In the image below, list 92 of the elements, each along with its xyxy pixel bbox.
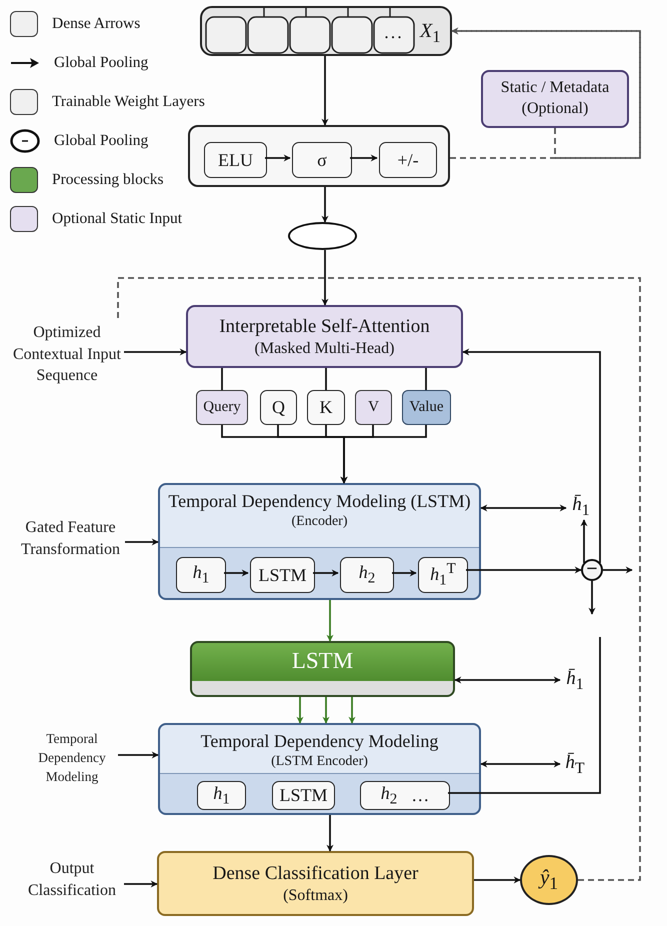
- arrow: [462, 348, 601, 563]
- legend-text: Trainable Weight Layers: [52, 93, 205, 111]
- box-title: Query: [203, 399, 241, 416]
- layer-box: [307, 390, 345, 425]
- arrow: [313, 570, 339, 576]
- layer-box: [292, 142, 352, 178]
- sequence-label: X$_{1}$: [420, 20, 441, 47]
- arrow: [322, 187, 328, 223]
- input-label: Temporal Dependency Modeling: [26, 728, 118, 782]
- encoder-block: [158, 483, 481, 600]
- arrow: [326, 600, 334, 642]
- input-label: Output Classification: [20, 856, 124, 908]
- attention-head-box: [402, 390, 451, 425]
- box-title: h$_{1}$: [213, 782, 230, 808]
- box-title: Temporal Dependency Modeling: [200, 731, 438, 752]
- box-title: Q: [272, 397, 285, 418]
- arrow: [322, 56, 328, 126]
- hidden-state-label: h̄$_{1}$: [566, 492, 596, 520]
- layer-box: [260, 390, 297, 425]
- box-title: h$_{1}$: [192, 562, 210, 588]
- encoder-block: [158, 723, 481, 815]
- hidden-state-label: h̄$_{T}$: [560, 750, 590, 778]
- legend-text: Dense Arrows: [52, 15, 140, 33]
- input-label: Optimized Contextual Input Sequence: [10, 320, 124, 386]
- box-title: Dense Classification Layer: [212, 862, 418, 884]
- activation-block: [188, 125, 450, 187]
- arrow: [392, 570, 417, 576]
- arrow: [480, 504, 567, 512]
- hidden-state-label: h̄$_{1}$: [560, 666, 590, 694]
- arrow: [322, 697, 330, 724]
- box-title: Interpretable Self-Attention: [219, 316, 430, 338]
- box-title: LSTM: [292, 648, 354, 674]
- arrow: [588, 581, 596, 615]
- box-title: LSTM: [279, 785, 328, 806]
- arrow: [466, 566, 582, 574]
- subtract-circle: [581, 559, 603, 581]
- optional-input-box: [481, 70, 629, 128]
- arrow: [480, 760, 561, 768]
- arrow: [296, 697, 304, 724]
- box-title: σ: [317, 150, 327, 170]
- legend-text: Global Pooling: [54, 132, 148, 150]
- arrow: [474, 876, 521, 884]
- arrow: [340, 425, 427, 484]
- arrow: [118, 752, 159, 758]
- box-subtitle: (LSTM Encoder): [271, 754, 368, 770]
- arrow: [454, 676, 561, 684]
- attention-head-box: [196, 390, 248, 425]
- box-subtitle: (Masked Multi-Head): [254, 340, 394, 358]
- box-title: Value: [409, 399, 444, 416]
- arrow: [350, 154, 378, 162]
- box-title: +/-: [397, 150, 419, 170]
- arrow: [265, 154, 291, 162]
- legend-text: Optional Static Input: [52, 210, 182, 228]
- layer-box: [176, 557, 226, 593]
- box-title: ŷ$_{1}$: [540, 865, 558, 895]
- layer-box: [250, 557, 315, 593]
- box-subtitle: (Encoder): [292, 514, 348, 530]
- attention-head-box: [355, 390, 392, 425]
- arrow: [326, 815, 334, 852]
- layer-box: [340, 557, 394, 593]
- box-title: V: [368, 399, 379, 416]
- attention-box: [186, 305, 463, 368]
- lstm-block: [190, 641, 455, 697]
- box-title: −: [586, 559, 598, 579]
- box-title: LSTM: [258, 564, 306, 586]
- box-title: K: [320, 397, 332, 418]
- layer-box: [204, 142, 267, 178]
- layer-box: [272, 781, 335, 810]
- layer-box: [379, 142, 437, 178]
- box-title: h$_{2}$: [358, 562, 376, 588]
- box-subtitle: (Softmax): [283, 886, 348, 904]
- box-title: Static / Metadata (Optional): [500, 78, 610, 119]
- arrow: [124, 880, 158, 888]
- layer-box: [360, 781, 450, 810]
- legend-text: Global Pooling: [54, 54, 148, 72]
- arrow: [322, 250, 328, 306]
- arrow: [580, 519, 588, 563]
- layer-box: [418, 557, 468, 593]
- ellipsis-text: …: [411, 785, 430, 806]
- input-label: Gated Feature Transformation: [16, 515, 125, 577]
- arrow: [224, 570, 249, 576]
- layer-box: [197, 781, 246, 810]
- arrow: [124, 348, 187, 356]
- box-title: ELU: [218, 150, 253, 170]
- arrow: [603, 566, 633, 574]
- arrow: [125, 538, 159, 546]
- classification-box: [157, 851, 474, 916]
- arrow: [348, 697, 356, 724]
- legend-text: Processing blocks: [52, 171, 164, 189]
- ellipsis-text: ...: [383, 22, 405, 43]
- layer-text: h$_{2}$: [380, 782, 398, 808]
- box-title: Temporal Dependency Modeling (LSTM): [168, 491, 471, 512]
